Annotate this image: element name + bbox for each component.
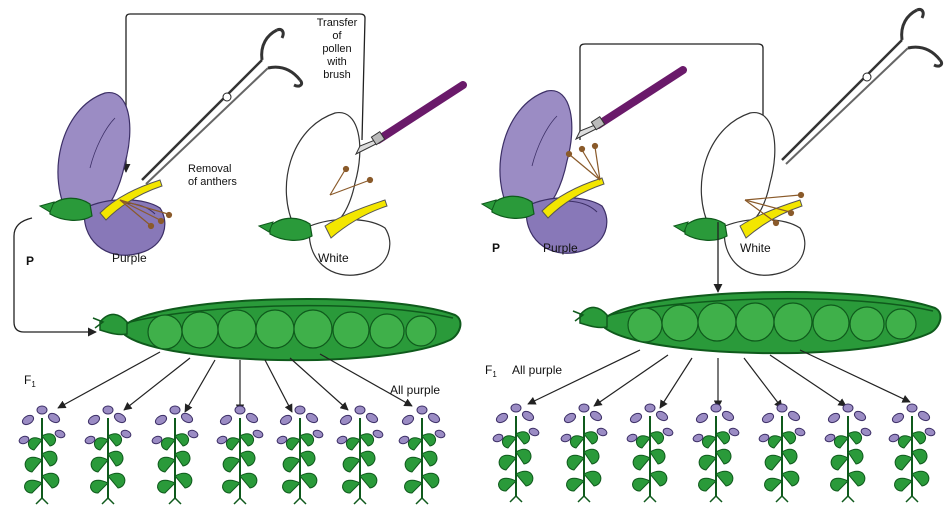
plant (83, 405, 133, 505)
white-label-right: White (740, 241, 771, 255)
plant (491, 403, 541, 503)
transfer-label: Transfer of pollen with brush (317, 17, 358, 81)
svg-text:Transfer: Transfer (317, 17, 358, 29)
svg-text:of: of (332, 30, 342, 42)
f1-arrows-left (57, 351, 413, 413)
all-purple-label-right: All purple (512, 363, 562, 377)
transfer-arrow-left (121, 13, 366, 173)
f1-arrows-right (527, 349, 911, 409)
scissors-icon (780, 7, 944, 166)
brush-icon (576, 70, 683, 139)
plant (691, 403, 741, 503)
plant (757, 403, 807, 503)
svg-text:Removal: Removal (188, 163, 231, 175)
all-purple-label-left: All purple (390, 383, 440, 397)
purple-label-left: Purple (112, 251, 147, 265)
right-panel: P Purple White F1 All purple (481, 7, 944, 503)
f1-plants-right (491, 403, 937, 503)
anthers-right (565, 142, 805, 227)
cross-arrow-left (13, 217, 97, 337)
plant (625, 403, 675, 503)
f1-plants-left (17, 405, 447, 505)
left-panel: Transfer of pollen with brush Removal of… (13, 13, 463, 505)
plant (275, 405, 325, 505)
removal-label: Removal of anthers (188, 163, 237, 188)
purple-label-right: Purple (543, 241, 578, 255)
pea-pod-left (92, 297, 462, 362)
svg-text:of anthers: of anthers (188, 176, 237, 188)
svg-text:pollen: pollen (322, 43, 351, 55)
generation-p-left: P (26, 254, 34, 268)
white-label-left: White (318, 251, 349, 265)
plant (397, 405, 447, 505)
f1-label-right: F1 (485, 363, 497, 379)
generation-p-right: P (492, 241, 500, 255)
plant (215, 405, 265, 505)
plant (823, 403, 873, 503)
brush-icon (356, 85, 463, 154)
pea-pod-right (572, 290, 942, 355)
plant (887, 403, 937, 503)
f1-label-left: F1 (24, 373, 36, 389)
transfer-arrow-right (579, 43, 768, 143)
svg-text:with: with (326, 56, 347, 68)
plant (17, 405, 67, 505)
plant (559, 403, 609, 503)
scissors-icon (140, 27, 304, 186)
purple-flower-right (481, 89, 608, 254)
anthers-left (119, 165, 374, 230)
plant (335, 405, 385, 505)
svg-text:brush: brush (323, 69, 351, 81)
plant (150, 405, 200, 505)
purple-flower-left (39, 91, 166, 256)
